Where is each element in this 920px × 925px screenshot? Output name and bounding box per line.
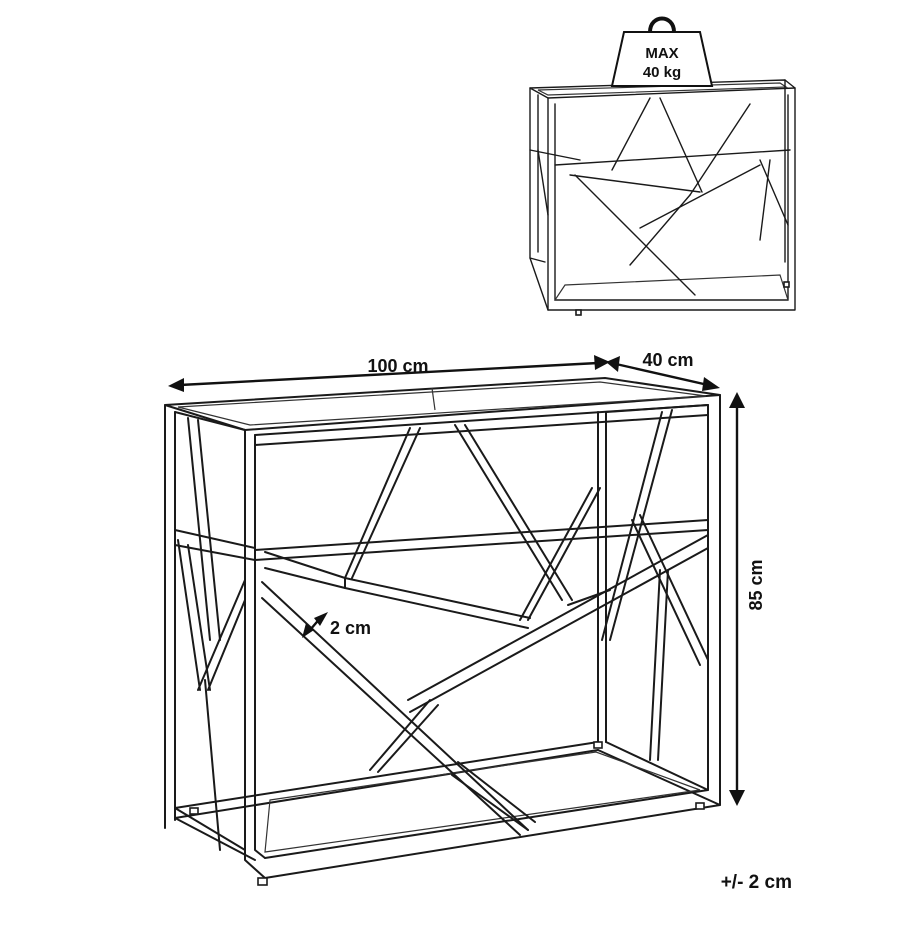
height-label: 85 cm	[746, 559, 766, 610]
weight-label-max: MAX	[645, 45, 678, 62]
console-table-drawing	[164, 377, 721, 886]
bottom-shelf	[264, 751, 701, 853]
front-frame	[244, 394, 721, 879]
tube-thickness-dimension: 2 cm	[302, 612, 371, 638]
tube-label: 2 cm	[330, 618, 371, 638]
depth-label: 40 cm	[642, 350, 693, 370]
height-dimension: 85 cm	[729, 392, 766, 806]
weight-icon: MAX 40 kg	[610, 16, 714, 87]
geometric-front-pattern	[254, 424, 709, 836]
width-label: 100 cm	[367, 356, 428, 376]
load-illustration: MAX 40 kg	[529, 16, 796, 316]
tolerance-note: +/- 2 cm	[721, 872, 792, 893]
depth-dimension: 40 cm	[606, 350, 720, 391]
right-side-frame	[597, 404, 721, 806]
weight-label-value: 40 kg	[643, 64, 681, 81]
width-dimension: 100 cm	[168, 355, 610, 392]
table-feet	[189, 741, 705, 886]
small-console-table	[529, 79, 796, 316]
left-side-frame	[174, 411, 256, 861]
